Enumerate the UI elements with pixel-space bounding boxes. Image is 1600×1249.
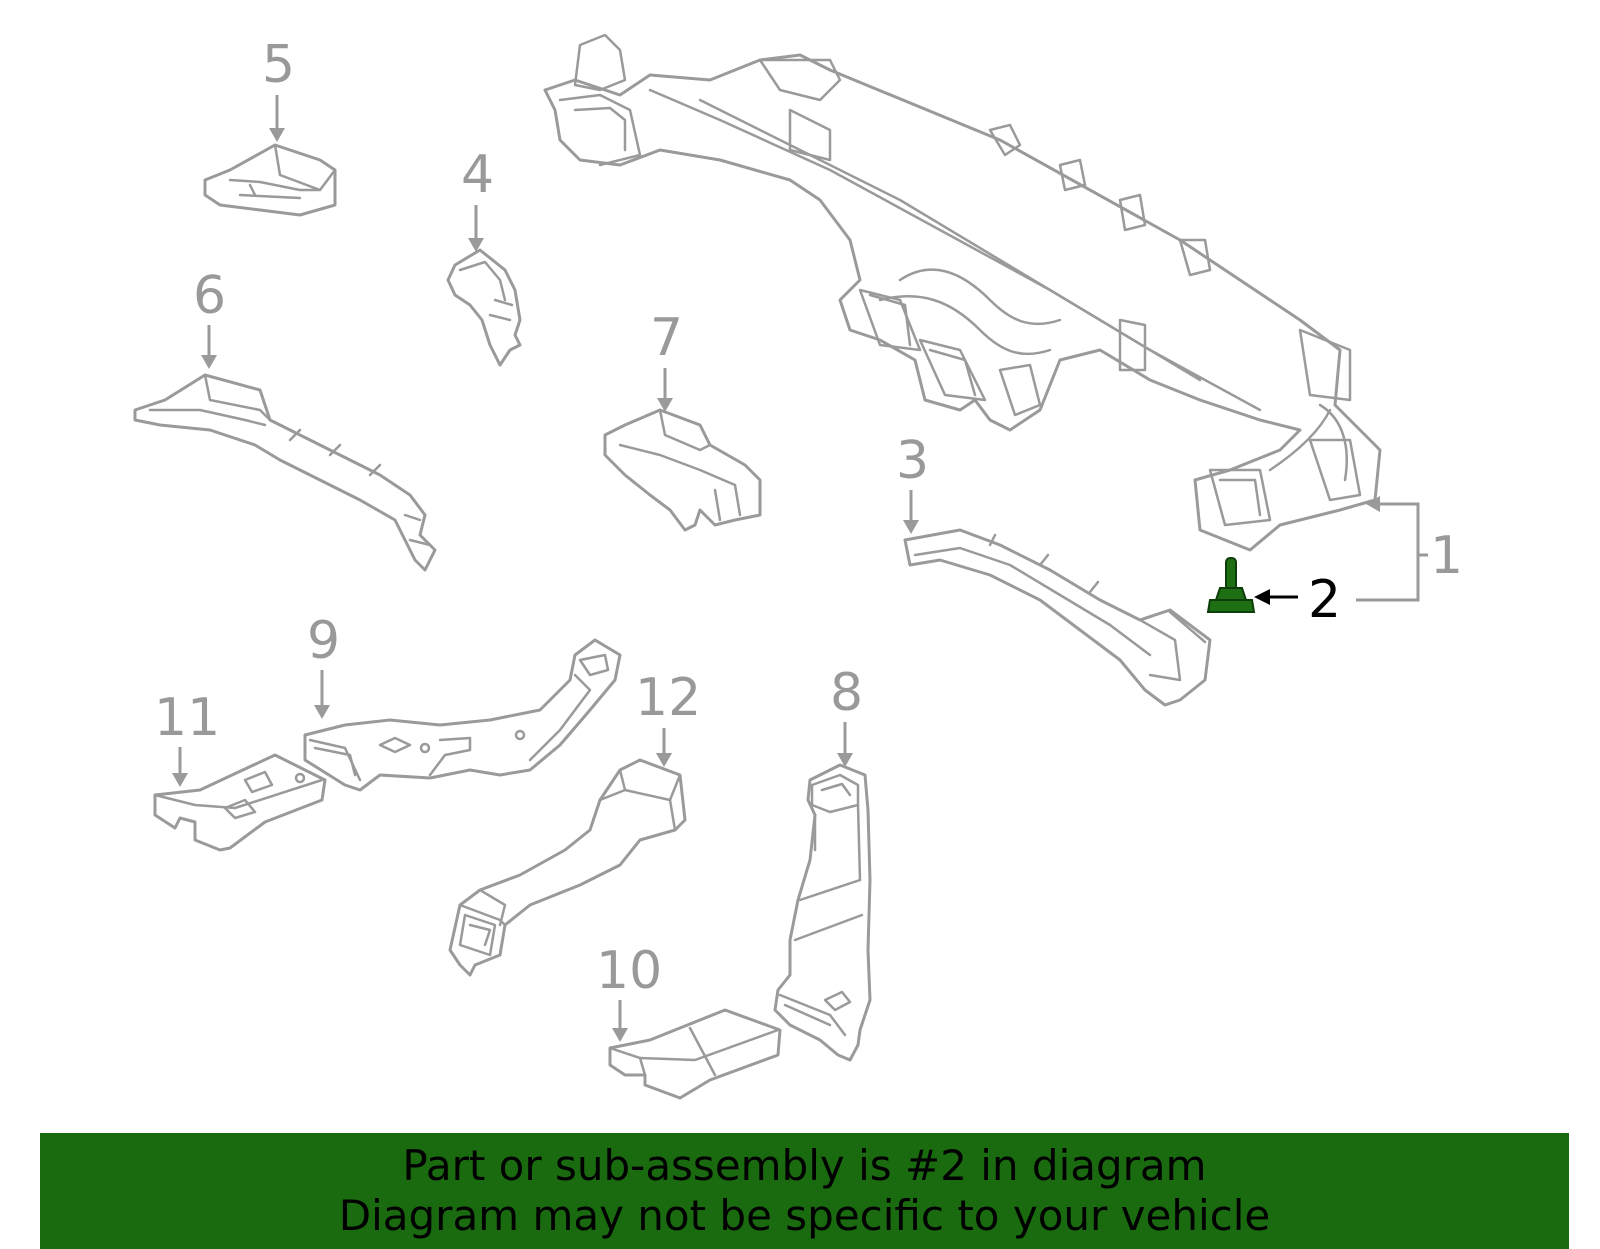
callout-11[interactable]: 11 [154,688,220,748]
part-6-left-duct [133,373,437,572]
part-4-vent [446,248,522,367]
callout-12[interactable]: 12 [635,668,701,728]
info-banner: Part or sub-assembly is #2 in diagram Di… [40,1133,1569,1249]
callout-2[interactable]: 2 [1308,570,1341,630]
banner-line-disclaimer: Diagram may not be specific to your vehi… [338,1191,1271,1240]
banner-line-part: Part or sub-assembly is #2 in diagram [402,1141,1207,1190]
callout-6[interactable]: 6 [193,266,226,326]
leader-lines [172,95,1428,1042]
part-12-curved-duct [448,758,687,977]
part-11-flat-panel [153,753,327,852]
part-9-mid-duct [303,638,622,792]
part-8-vertical-duct [773,763,872,1062]
part-10-flat-panel [608,1008,782,1100]
callout-3[interactable]: 3 [896,431,929,491]
callout-5[interactable]: 5 [262,35,295,95]
callout-9[interactable]: 9 [307,611,340,671]
callout-labels: 1 2 3 4 5 6 7 8 9 10 11 12 [154,35,1463,1001]
part-5-block [203,143,337,217]
callout-7[interactable]: 7 [650,308,683,368]
callout-1[interactable]: 1 [1430,526,1463,586]
part-7-center-vent [603,408,762,532]
part-2-fastener[interactable] [1206,557,1256,613]
part-3-lower-duct [903,528,1212,707]
callout-10[interactable]: 10 [596,941,662,1001]
callout-8[interactable]: 8 [830,663,863,723]
part-1-main-duct [543,33,1382,552]
callout-4[interactable]: 4 [461,145,494,205]
